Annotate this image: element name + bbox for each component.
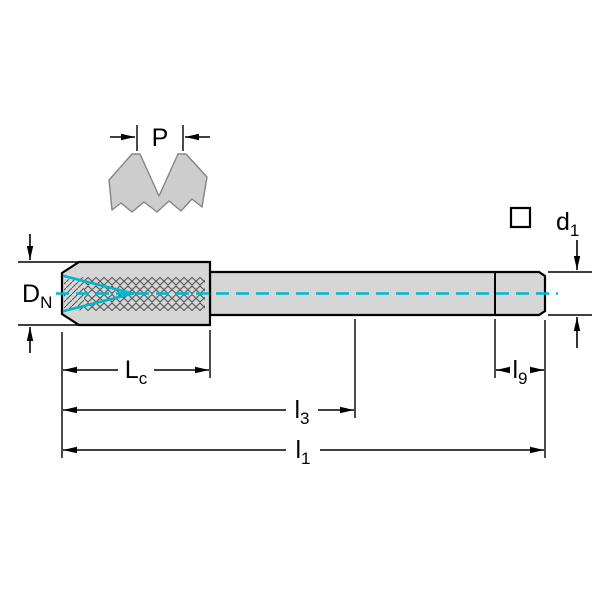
thread-profile-detail: P [108,124,210,213]
tap-body [56,260,558,327]
thread-profile-teeth [108,153,208,213]
lc-label: Lc [125,356,148,388]
spiral-point-flute-upper [62,274,135,295]
l1-label: l1 [295,436,310,468]
d1-label: d1 [556,208,579,240]
l9-dimension: l9 [496,356,544,388]
dn-dimension: DN [18,234,79,353]
spiral-point-flute-lower [62,292,135,313]
square-drive-symbol [509,206,532,229]
l9-label: l9 [512,356,527,388]
chamfer-hatch-area [64,277,84,311]
l1-dimension: l1 [63,436,544,468]
d1-dimension: d1 [509,206,592,348]
lc-dimension: Lc [63,356,209,388]
dn-label: DN [22,280,52,312]
pitch-label: P [152,124,169,152]
l3-dimension: l3 [63,396,354,428]
l3-label: l3 [294,396,309,428]
length-dimensions: Lc l9 l3 l1 [61,319,546,468]
